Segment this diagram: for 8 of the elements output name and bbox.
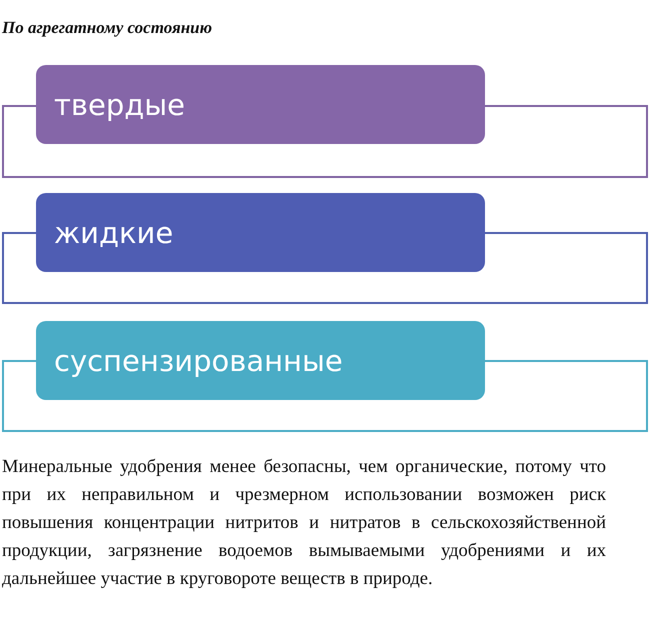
category-box bbox=[36, 193, 485, 272]
paragraph: Минеральные удобрения менее безопасны, чем органические, потому что при их неправильном и чрезмерном использовании возможен риск повышения концентрации нитритов и нитратов в сельскохозяйственной продукции, загрязнение водоемов вымываемыми удобрениями и их дальнейшее участие в круговороте веществ в природе. bbox=[2, 456, 606, 591]
category-label: жидкие bbox=[54, 216, 174, 250]
category-label: твердые bbox=[54, 88, 186, 122]
category-label: суспензированные bbox=[54, 344, 343, 378]
diagram-title: По агрегатному состоянию bbox=[2, 18, 212, 38]
category-box bbox=[36, 321, 485, 400]
category-box bbox=[36, 65, 485, 144]
